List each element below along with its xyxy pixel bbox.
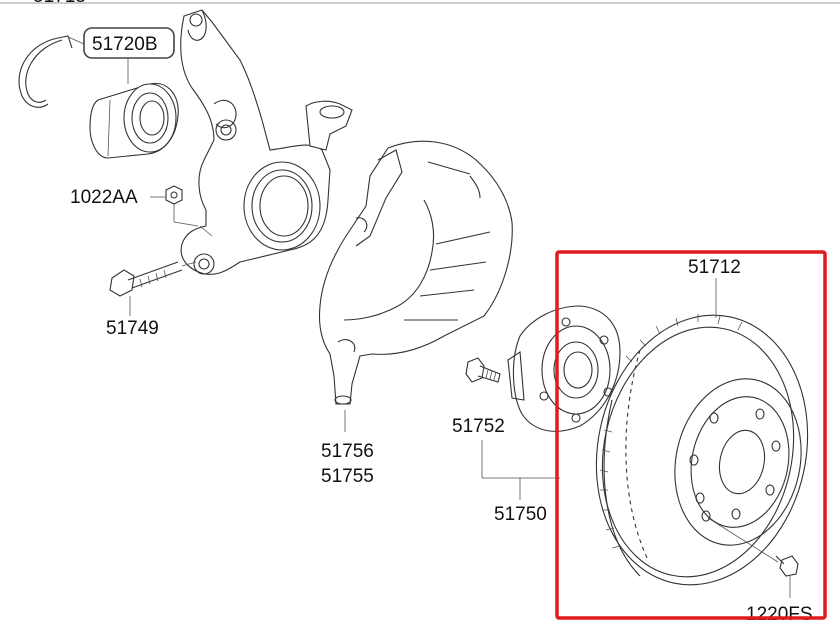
label-disc-screw: 1220FS xyxy=(746,604,813,625)
hub-bolt xyxy=(465,357,501,383)
label-shield-b: 51755 xyxy=(321,466,374,487)
label-shield-a: 51756 xyxy=(321,441,374,462)
wheel-hub xyxy=(507,305,621,432)
label-bearing: 51720B xyxy=(92,34,158,55)
label-disc: 51712 xyxy=(688,257,741,278)
label-hub-assembly: 51750 xyxy=(494,504,547,525)
disc-screw xyxy=(775,555,799,598)
hub-assembly-bracket xyxy=(481,440,560,500)
label-hub-bolt: 51752 xyxy=(452,416,505,437)
label-bolt: 51749 xyxy=(106,318,159,339)
dust-shield xyxy=(318,140,513,405)
wheel-bearing xyxy=(89,82,179,159)
label-top-cut: 51718 xyxy=(33,0,86,7)
nut-part xyxy=(165,185,199,227)
steering-knuckle xyxy=(180,9,353,275)
knuckle-bolt xyxy=(109,261,197,297)
bearing-label-box xyxy=(83,27,175,59)
label-nut: 1022AA xyxy=(70,187,138,208)
brake-disc xyxy=(595,314,809,586)
screw-leader xyxy=(707,517,779,563)
highlight-box xyxy=(555,250,827,620)
snap-ring xyxy=(18,35,85,108)
